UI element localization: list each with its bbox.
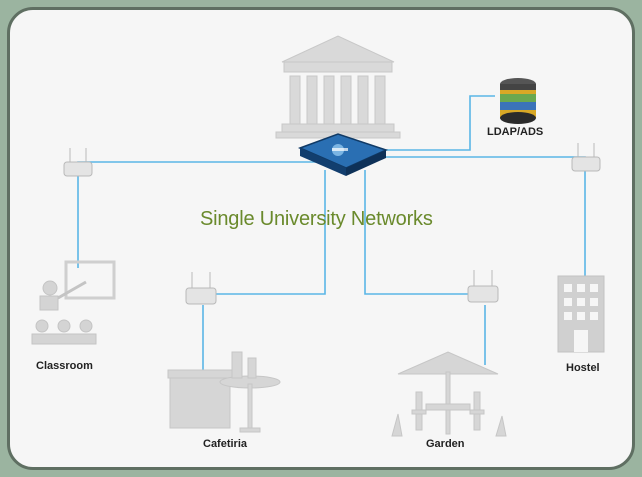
university-building-icon	[275, 35, 401, 139]
router-icon	[297, 133, 389, 176]
link-cafeteria	[199, 170, 326, 300]
wireless-access-point-icon	[63, 143, 601, 305]
cafeteria-icon	[167, 351, 281, 433]
link-garden	[364, 170, 481, 300]
cafeteria-label: Cafetiria	[203, 438, 248, 450]
hostel-label: Hostel	[566, 362, 600, 374]
database-icon	[500, 78, 536, 124]
garden-label: Garden	[426, 438, 465, 450]
ldap-label: LDAP/ADS	[487, 126, 544, 138]
classroom-icon	[31, 260, 116, 345]
classroom-label: Classroom	[36, 360, 93, 372]
diagram-title: Single University Networks	[200, 208, 433, 230]
garden-icon	[391, 351, 507, 437]
link-ldap	[385, 95, 495, 151]
hostel-icon	[557, 275, 605, 353]
